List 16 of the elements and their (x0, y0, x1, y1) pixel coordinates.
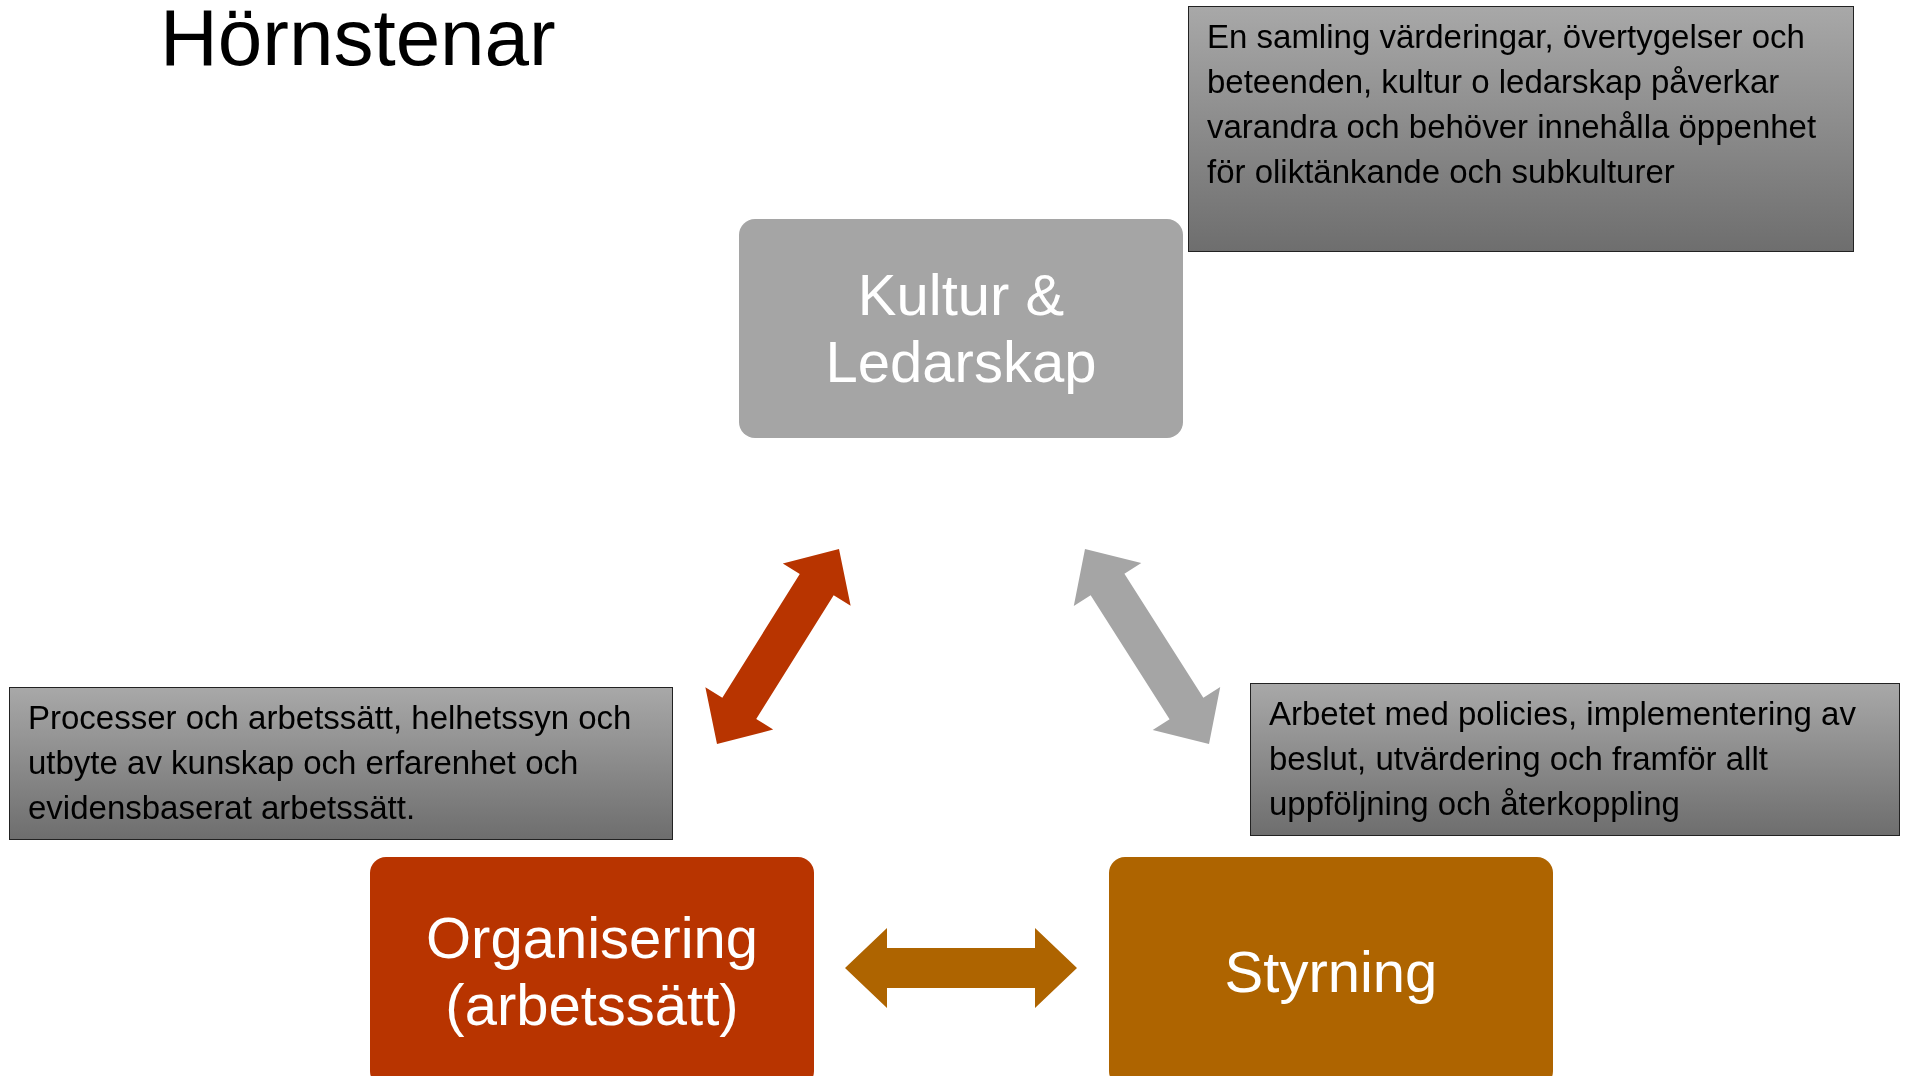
note-box (9, 687, 673, 840)
box-text: Styrning (1224, 938, 1438, 1006)
double-arrow (705, 549, 851, 744)
title: Hörnstenar (160, 0, 556, 84)
double-arrow (845, 928, 1077, 1008)
rounded-box (739, 219, 1183, 438)
rounded-box (370, 857, 814, 1076)
box-text: Arbetet med policies, implementering av beslut, utvärdering och framför allt uppföljning och återkoppling (1269, 694, 1857, 824)
note-box (1188, 6, 1854, 252)
note-box (1250, 683, 1900, 836)
box-text: Organisering (arbetssätt) (424, 905, 760, 1039)
double-arrow (1073, 549, 1221, 744)
box-text: Kultur & Ledarskap (824, 261, 1098, 396)
rounded-box (1109, 857, 1553, 1076)
box-text: Processer och arbetssätt, helhetssyn och utbyte av kunskap och erfarenhet och evidensbaserat arbetssätt. (28, 698, 633, 828)
box-text: En samling värderingar, övertygelser och beteenden, kultur o ledarskap påverkar varandra och behöver innehålla öppenhet för oliktänkande och subkulturer (1207, 17, 1818, 192)
